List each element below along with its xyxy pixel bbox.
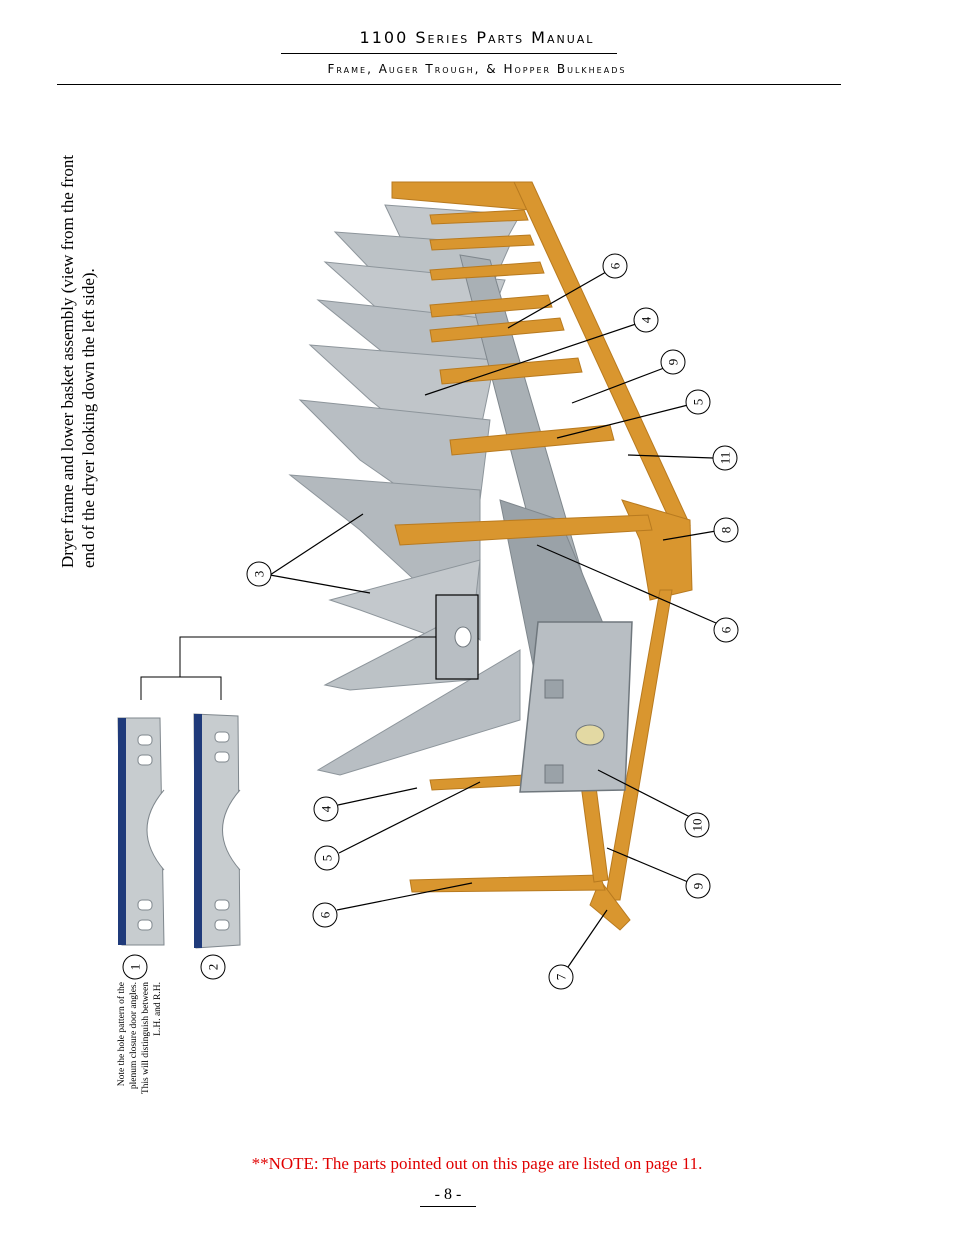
callout-label: 4 bbox=[639, 316, 654, 323]
callout-label: 6 bbox=[608, 262, 623, 269]
callout-1: 1 bbox=[122, 954, 148, 980]
closure-angle-2 bbox=[193, 713, 241, 949]
callout-6-lower: 6 bbox=[312, 902, 338, 928]
page-number: - 8 - bbox=[420, 1186, 476, 1207]
callout-6-upper: 6 bbox=[602, 253, 628, 279]
callout-9-lower: 9 bbox=[685, 873, 711, 899]
closure-angle-note: Note the hole pattern of the plenum clos… bbox=[117, 982, 163, 1095]
callout-5-upper: 5 bbox=[685, 389, 711, 415]
callout-4-lower: 4 bbox=[313, 796, 339, 822]
callout-8: 8 bbox=[713, 517, 739, 543]
callout-label: 3 bbox=[252, 571, 267, 578]
callout-label: 4 bbox=[319, 805, 334, 812]
section-subtitle: Frame, Auger Trough, & Hopper Bulkheads bbox=[327, 62, 627, 76]
callout-label: 6 bbox=[719, 626, 734, 633]
callout-6-middle: 6 bbox=[713, 617, 739, 643]
callout-label: 2 bbox=[206, 964, 221, 971]
callout-label: 8 bbox=[719, 527, 734, 534]
callout-10: 10 bbox=[684, 812, 710, 838]
title-underline bbox=[281, 53, 617, 54]
callout-label: 11 bbox=[718, 452, 733, 465]
callout-9-upper: 9 bbox=[660, 349, 686, 375]
closure-angle-1 bbox=[117, 717, 165, 946]
detail-inset bbox=[140, 594, 479, 700]
callout-2: 2 bbox=[200, 954, 226, 980]
header-divider bbox=[57, 84, 841, 85]
callout-label: 9 bbox=[666, 359, 681, 366]
callout-label: 5 bbox=[691, 399, 706, 406]
callout-label: 6 bbox=[318, 911, 333, 918]
callout-5-lower: 5 bbox=[314, 845, 340, 871]
manual-title: 1100 Series Parts Manual bbox=[359, 28, 595, 47]
callout-3: 3 bbox=[246, 561, 272, 587]
callout-11: 11 bbox=[712, 445, 738, 471]
front-bulkhead-plate bbox=[519, 621, 633, 793]
callout-label: 7 bbox=[554, 973, 569, 980]
leader-lines bbox=[269, 271, 717, 968]
callout-label: 10 bbox=[690, 819, 705, 832]
callout-7: 7 bbox=[548, 964, 574, 990]
callout-label: 1 bbox=[128, 964, 143, 971]
frame-structure bbox=[391, 181, 693, 931]
parts-list-note: **NOTE: The parts pointed out on this pa… bbox=[251, 1154, 703, 1173]
callout-label: 5 bbox=[320, 855, 335, 862]
callout-4-upper: 4 bbox=[633, 307, 659, 333]
callout-circles: 6 4 9 5 11 8 6 10 9 7 6 5 4 3 1 2 bbox=[122, 253, 739, 990]
callout-label: 9 bbox=[691, 883, 706, 890]
